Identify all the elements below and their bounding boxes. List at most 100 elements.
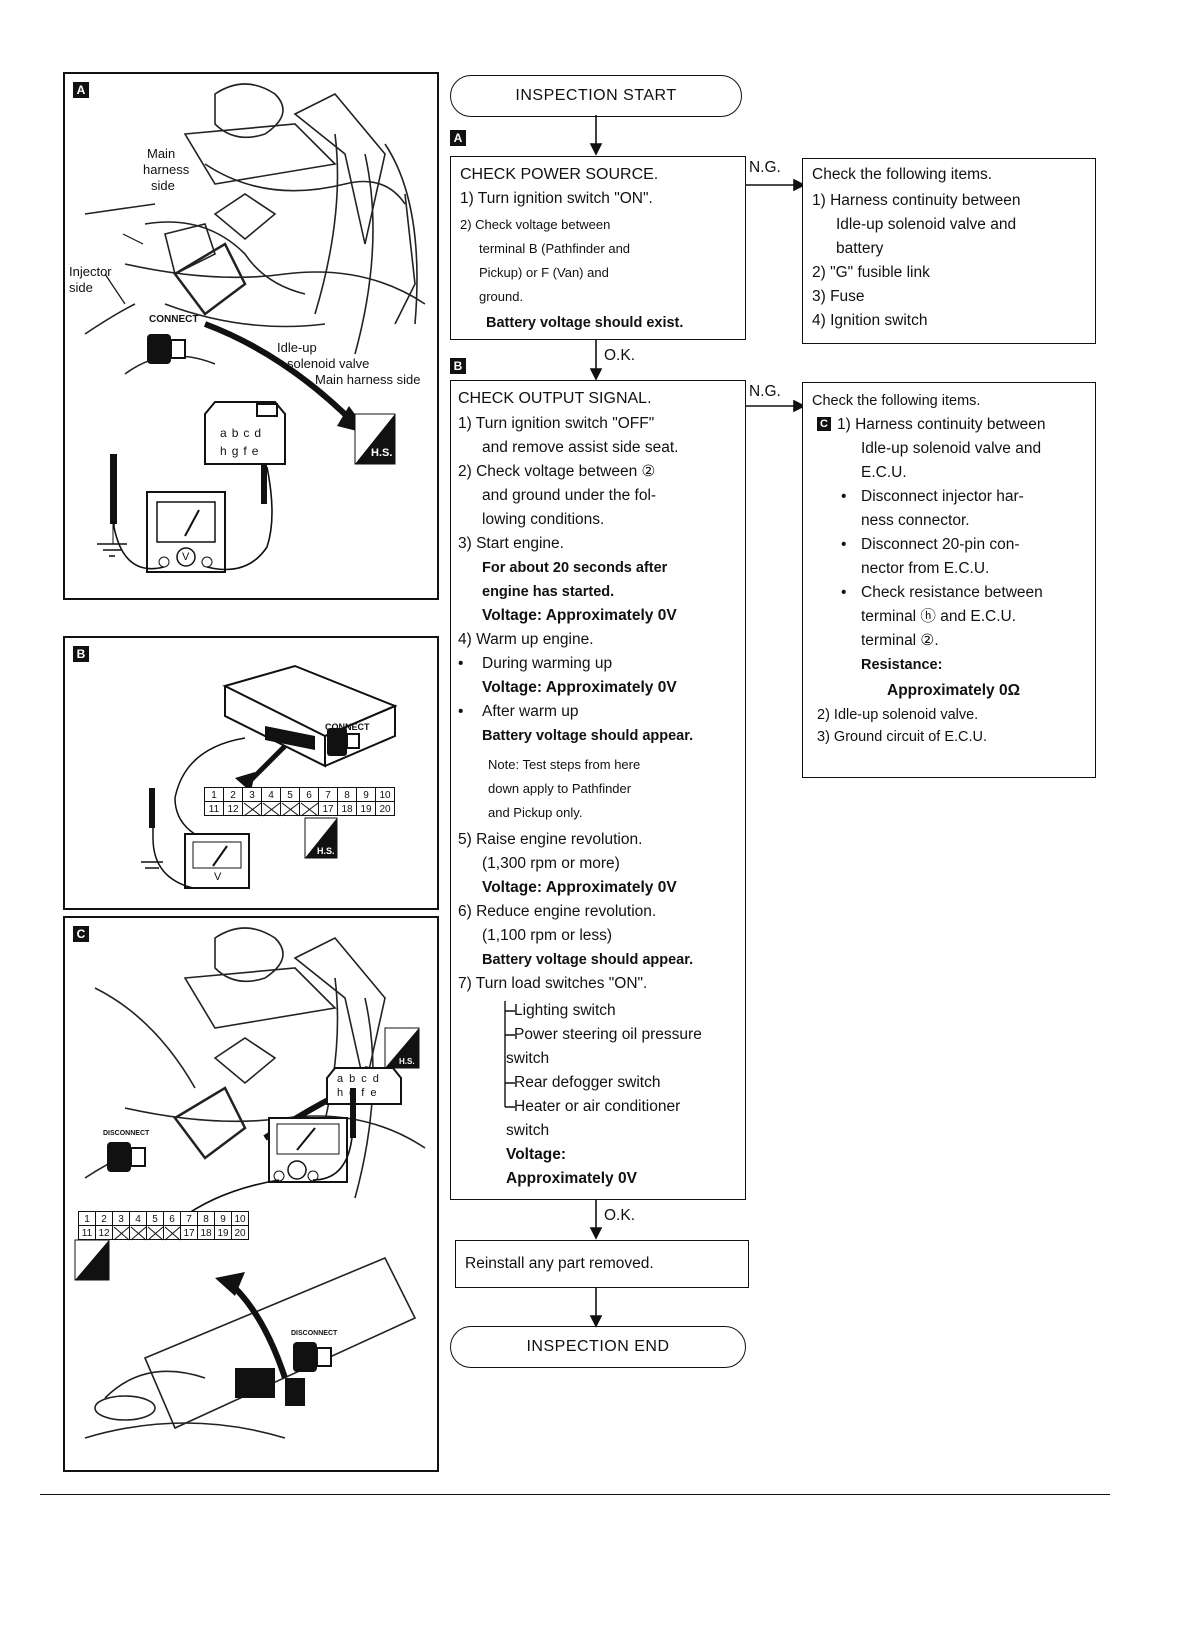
pin-c: c	[361, 1073, 373, 1085]
ecu-pin: 12	[95, 1225, 113, 1240]
ng-a-title: Check the following items.	[812, 166, 993, 183]
ng-b-box: Check the following items. C 1) Harness …	[802, 382, 1096, 778]
step-b-l24: switch	[506, 1050, 550, 1067]
pin-b: b	[231, 426, 244, 440]
ecu-pin: 17	[180, 1225, 198, 1240]
step-b-l27: switch	[506, 1122, 550, 1139]
bullet-icon: •	[841, 584, 847, 601]
ng-a-l2: Idle-up solenoid valve and	[836, 216, 1017, 233]
ecu-pin-unused	[261, 801, 281, 817]
ng-a-l6: 4) Ignition switch	[812, 312, 928, 329]
ng-b-title: Check the following items.	[812, 393, 981, 409]
label-connect-b: CONNECT	[325, 722, 370, 732]
step-b-l4: and ground under the fol-	[482, 487, 657, 504]
ng-label-b: N.G.	[749, 383, 781, 400]
figure-c-tag: C	[73, 926, 89, 942]
engine-drawing-a	[84, 83, 426, 573]
step-b-l6: 3) Start engine.	[458, 535, 564, 552]
pin-c: c	[243, 426, 255, 440]
ok-label-b: O.K.	[604, 1207, 636, 1224]
ng-b-l7: nector from E.C.U.	[861, 560, 990, 577]
step-b-l1: 1) Turn ignition switch "OFF"	[458, 415, 655, 432]
step-b-l14: Battery voltage should appear.	[482, 728, 694, 744]
step-b-l21: 7) Turn load switches "ON".	[458, 975, 648, 992]
inspection-start: INSPECTION START	[450, 75, 742, 117]
pin-e: e	[370, 1087, 383, 1099]
ng-a-l3: battery	[836, 240, 884, 257]
pin-a: a	[337, 1073, 350, 1085]
ng-b-l3: E.C.U.	[861, 464, 907, 481]
pin-h: h	[337, 1087, 350, 1099]
step-b-l11: During warming up	[482, 655, 613, 672]
label-main-harness: Main	[147, 146, 176, 161]
bullet-icon: •	[841, 536, 847, 553]
step-b-l20: Battery voltage should appear.	[482, 952, 694, 968]
step-b-box: CHECK OUTPUT SIGNAL. 1) Turn ignition sw…	[450, 380, 746, 1200]
pin-e: e	[251, 444, 264, 458]
ng-b-l1: 1) Harness continuity between	[837, 416, 1046, 433]
ng-b-l5: ness connector.	[861, 512, 970, 529]
ng-b-l6: Disconnect 20-pin con-	[861, 536, 1020, 553]
step-b-l23: Power steering oil pressure	[514, 1026, 702, 1043]
connector-pins-c-bottom: hgfe	[337, 1086, 382, 1101]
step-a-tag: A	[450, 130, 466, 146]
figure-a-panel: A	[63, 72, 439, 600]
hs-badge-c: H.S.	[399, 1057, 415, 1066]
ng-b-l12: Approximately 0Ω	[887, 682, 1021, 699]
meter-v-label-a: V	[182, 551, 190, 563]
step-b-title: CHECK OUTPUT SIGNAL.	[458, 390, 652, 407]
label-idle-up: Idle-up	[277, 340, 317, 355]
connector-pins-a-bottom: hgfe	[220, 444, 263, 459]
step-b-note2: down apply to Pathfinder	[488, 781, 632, 796]
step-b-l22: Lighting switch	[514, 1002, 616, 1019]
ng-b-l14: 3) Ground circuit of E.C.U.	[817, 729, 988, 745]
ecu-pin-unused	[163, 1225, 181, 1241]
label-solenoid-valve: solenoid valve	[287, 356, 370, 371]
step-a-result: Battery voltage should exist.	[486, 315, 684, 331]
bullet-icon: •	[841, 488, 847, 505]
step-b-l15: 5) Raise engine revolution.	[458, 831, 643, 848]
ecu-pin-unused	[112, 1225, 130, 1241]
step-b-note3: and Pickup only.	[488, 805, 583, 820]
label-disconnect-c2: DISCONNECT	[291, 1330, 338, 1337]
pin-g: g	[349, 1087, 362, 1099]
pin-g: g	[231, 444, 244, 458]
figure-a-tag: A	[73, 82, 89, 98]
step-a-line1: 1) Turn ignition switch "ON".	[460, 190, 653, 207]
step-b-l12: Voltage: Approximately 0V	[482, 679, 677, 696]
step-b-l18: 6) Reduce engine revolution.	[458, 903, 657, 920]
step-b-l10: 4) Warm up engine.	[458, 631, 594, 648]
step-a-line2: 2) Check voltage between	[460, 217, 611, 232]
figure-b-tag: B	[73, 646, 89, 662]
reinstall-box: Reinstall any part removed.	[455, 1240, 749, 1288]
step-b-note1: Note: Test steps from here	[488, 757, 641, 772]
ok-label-a: O.K.	[604, 347, 636, 364]
ng-b-l11: Resistance:	[861, 657, 943, 673]
ng-b-l4: Disconnect injector har-	[861, 488, 1024, 505]
bullet-icon: •	[458, 703, 464, 720]
pin-f: f	[361, 1087, 371, 1099]
engine-drawing-c	[74, 927, 426, 1439]
connector-pins-c: abcd	[337, 1072, 385, 1087]
bullet-icon: •	[458, 655, 464, 672]
step-b-l26: Heater or air conditioner	[514, 1098, 681, 1115]
ecu-drawing-b	[141, 664, 398, 889]
meter-v-label-b: V	[214, 871, 222, 883]
ng-label-a: N.G.	[749, 159, 781, 176]
step-b-l5: lowing conditions.	[482, 511, 605, 528]
connector-pins-a: abcd	[220, 426, 266, 441]
page-footer-rule	[40, 1494, 1110, 1495]
figure-c-panel: C	[63, 916, 439, 1472]
ng-a-l1: 1) Harness continuity between	[812, 192, 1021, 209]
step-b-l25: Rear defogger switch	[514, 1074, 661, 1091]
step-b-tag: B	[450, 358, 466, 374]
label-disconnect-c1: DISCONNECT	[103, 1130, 150, 1137]
ng-b-l2: Idle-up solenoid valve and	[861, 440, 1042, 457]
ng-b-l13: 2) Idle-up solenoid valve.	[817, 707, 979, 723]
pin-d: d	[254, 426, 267, 440]
